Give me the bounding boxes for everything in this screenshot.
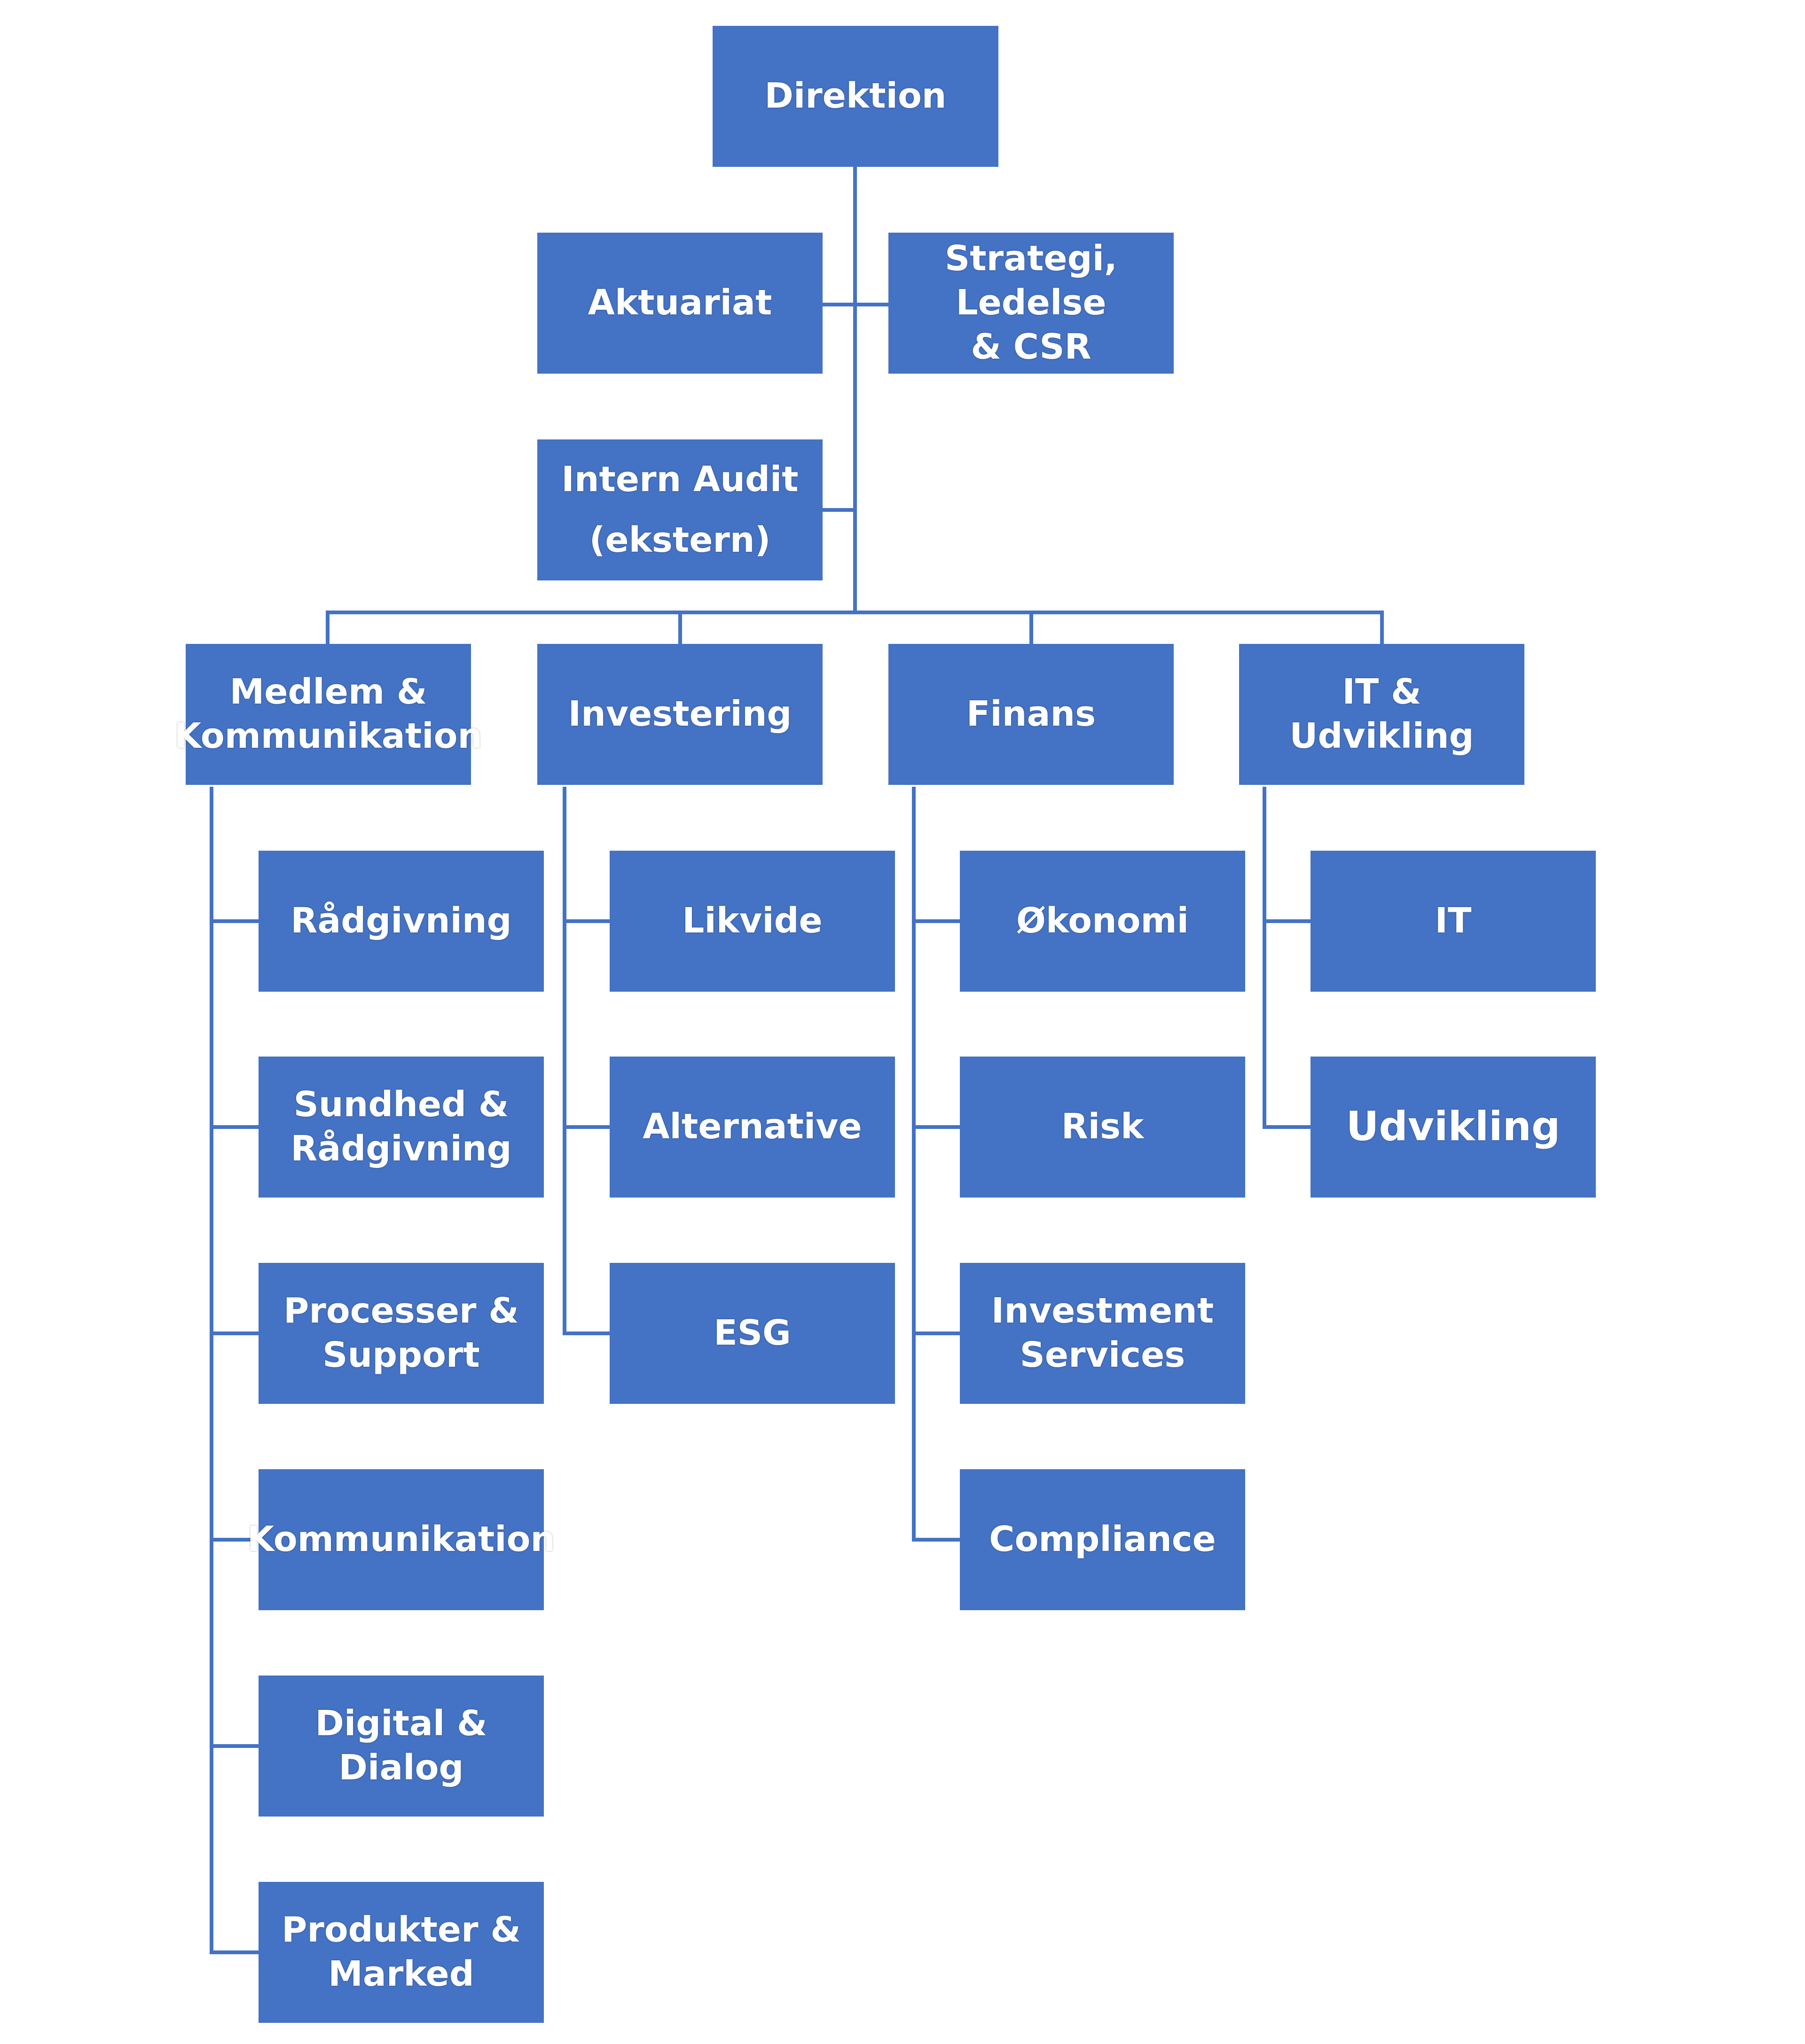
box-digital-dialog: Digital & Dialog [259,1676,544,1817]
box-risk: Risk [960,1057,1245,1198]
box-strategi-ledelse-csr: Strategi, Ledelse & CSR [888,233,1174,374]
box-direktion: Direktion [713,26,998,167]
box-likvide: Likvide [610,851,895,992]
box-processer-support: Processer & Support [259,1263,544,1404]
box-finans: Finans [888,644,1174,785]
box-aktuariat: Aktuariat [537,233,823,374]
box-compliance: Compliance [960,1469,1245,1610]
box-kommunikation: Kommunikation [247,1469,555,1610]
box-it-udvikling: IT & Udvikling [1239,644,1524,785]
box-sundhed-raadgivning: Sundhed & Rådgivning [259,1057,544,1198]
box-produkter-marked: Produkter & Marked [259,1882,544,2023]
box-it: IT [1311,851,1596,992]
box-investment-services: Investment Services [960,1263,1245,1404]
box-alternative: Alternative [610,1057,895,1198]
box-investering: Investering [537,644,823,785]
box-oekonomi: Økonomi [960,851,1245,992]
box-udvikling: Udvikling [1311,1057,1596,1198]
box-raadgivning: Rådgivning [259,851,544,992]
box-esg: ESG [610,1263,895,1404]
box-intern-audit: Intern Audit (ekstern) [537,439,823,580]
box-medlem-kommunikation: Medlem & Kommunikation [174,644,482,785]
